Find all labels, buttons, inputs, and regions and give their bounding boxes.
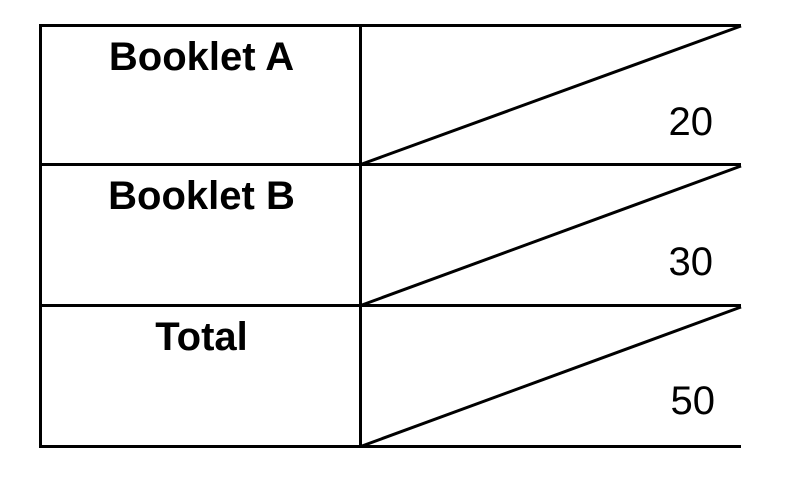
row-label-booklet-a: Booklet A: [108, 35, 295, 79]
row-label-total: Total: [155, 315, 248, 359]
row-divider: [39, 304, 741, 307]
diagonal-line: [361, 164, 742, 307]
diagonal-line: [361, 305, 742, 448]
row-divider: [39, 163, 741, 166]
row-score-total: 50: [670, 379, 716, 423]
table-bottom-border: [39, 445, 741, 448]
row-score-booklet-b: 30: [668, 240, 714, 284]
diagonal-line: [361, 24, 742, 166]
row-label-booklet-b: Booklet B: [108, 174, 295, 218]
column-divider: [359, 24, 362, 448]
table-top-border: [39, 24, 741, 27]
table-left-border: [39, 24, 42, 448]
row-score-booklet-a: 20: [668, 100, 714, 144]
